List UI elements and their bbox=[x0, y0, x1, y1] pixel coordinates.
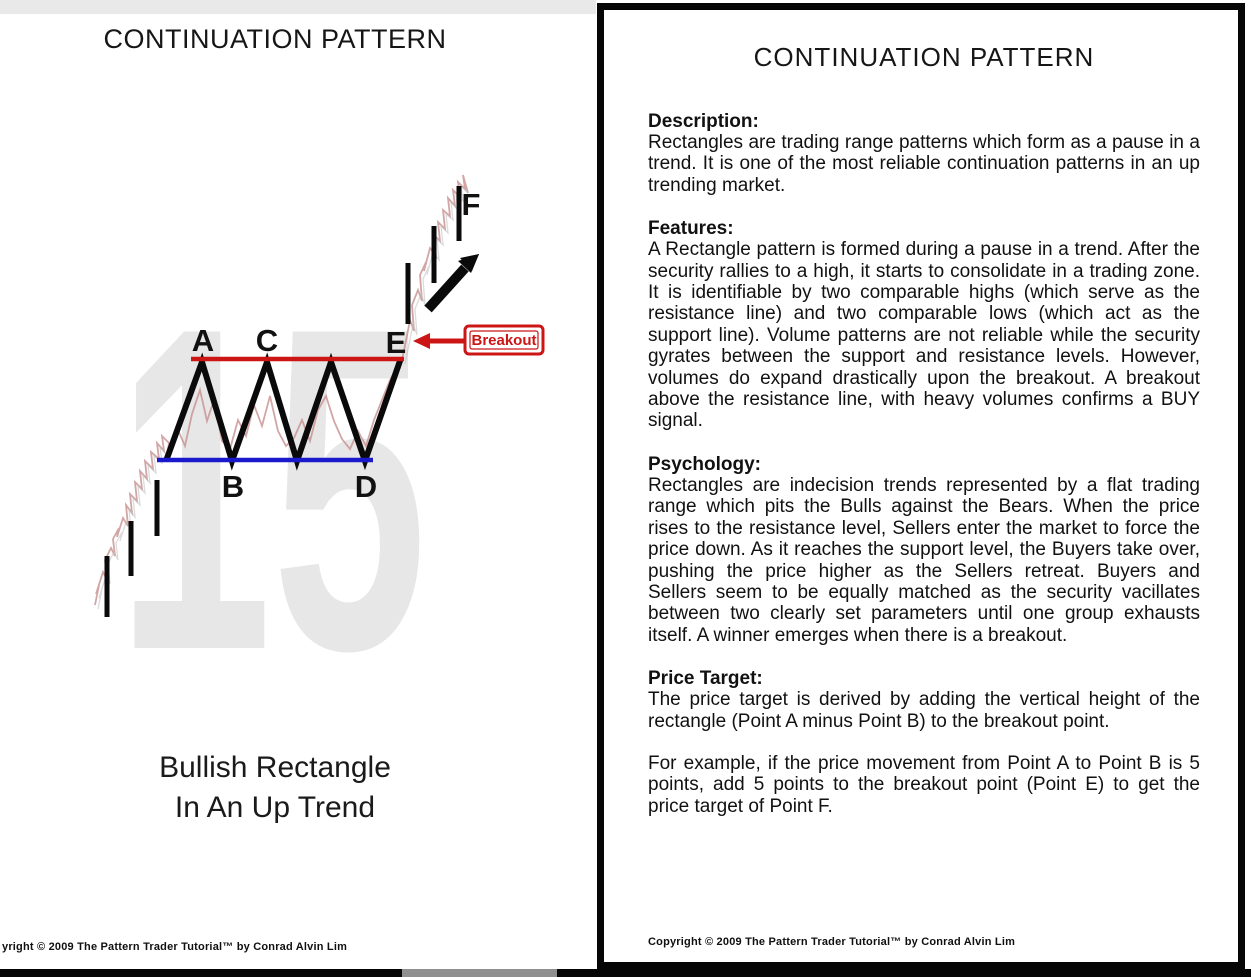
page-top-strip bbox=[0, 0, 596, 14]
section-paragraph: For example, if the price movement from … bbox=[648, 752, 1200, 817]
section-price-target: Price Target: The price target is derive… bbox=[648, 668, 1200, 817]
point-label-c: C bbox=[256, 323, 278, 358]
point-label-f: F bbox=[462, 187, 481, 222]
breakout-callout: Breakout bbox=[413, 324, 545, 356]
section-psychology: Psychology: Rectangles are indecision tr… bbox=[648, 454, 1200, 646]
breakout-arrowhead-icon bbox=[413, 333, 430, 349]
caption-line-2: In An Up Trend bbox=[174, 791, 376, 824]
page-bottom-strip bbox=[0, 969, 1251, 977]
section-paragraph: The price target is derived by adding th… bbox=[648, 689, 1200, 732]
left-page-title: CONTINUATION PATTERN bbox=[103, 24, 447, 54]
watermark-15: 15 bbox=[117, 233, 427, 746]
section-features: Features: A Rectangle pattern is formed … bbox=[648, 218, 1200, 432]
right-page-content: CONTINUATION PATTERN Description: Rectan… bbox=[604, 10, 1238, 962]
point-label-e: E bbox=[386, 325, 407, 360]
sections: Description: Rectangles are trading rang… bbox=[648, 111, 1200, 817]
section-heading: Features: bbox=[648, 218, 734, 240]
left-copyright: yright © 2009 The Pattern Trader Tutoria… bbox=[2, 941, 348, 953]
right-copyright: Copyright © 2009 The Pattern Trader Tuto… bbox=[648, 936, 1016, 948]
section-paragraph: Rectangles are trading range patterns wh… bbox=[648, 132, 1200, 196]
left-page: CONTINUATION PATTERN 15 bbox=[0, 0, 594, 977]
right-page-frame: CONTINUATION PATTERN Description: Rectan… bbox=[597, 3, 1245, 969]
section-paragraph: Rectangles are indecision trends represe… bbox=[648, 474, 1200, 646]
caption-line-1: Bullish Rectangle bbox=[159, 751, 391, 784]
section-heading: Psychology: bbox=[648, 453, 761, 475]
diagram-caption: Bullish Rectangle In An Up Trend bbox=[60, 748, 490, 828]
right-page-title: CONTINUATION PATTERN bbox=[753, 42, 1095, 72]
price-bars-leadin bbox=[104, 480, 160, 617]
section-description: Description: Rectangles are trading rang… bbox=[648, 111, 1200, 196]
bottom-strip-gray-segment bbox=[402, 969, 557, 977]
breakout-label: Breakout bbox=[471, 332, 536, 349]
price-bars-breakout bbox=[405, 186, 462, 324]
point-label-d: D bbox=[355, 469, 377, 504]
zigzag-pattern bbox=[163, 352, 404, 471]
section-heading: Price Target: bbox=[648, 668, 763, 690]
point-label-a: A bbox=[192, 323, 214, 358]
point-label-b: B bbox=[222, 469, 244, 504]
up-trend-arrow-icon bbox=[424, 254, 479, 313]
section-heading: Description: bbox=[648, 111, 759, 132]
section-paragraph: A Rectangle pattern is formed during a p… bbox=[648, 239, 1200, 432]
bullish-rectangle-diagram: 15 A C E bbox=[94, 174, 545, 746]
